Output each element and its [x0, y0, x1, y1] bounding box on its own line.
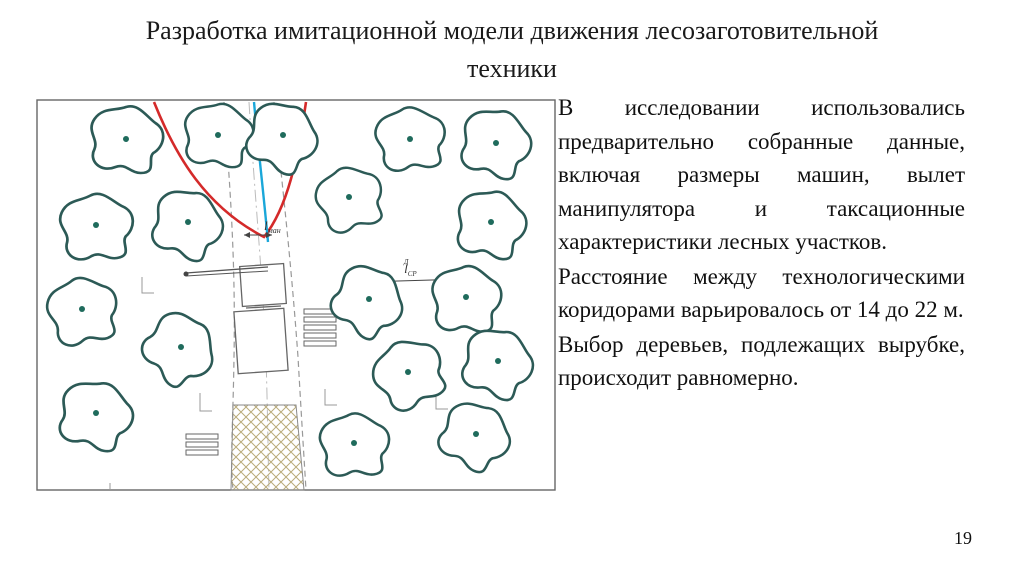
tree	[455, 321, 542, 407]
title-line-1: Разработка имитационной модели движения …	[145, 16, 879, 45]
tree	[39, 266, 129, 356]
forest-diagram: lман lСРД	[36, 97, 556, 492]
tree	[369, 98, 455, 180]
title-line-2: техники	[467, 54, 557, 83]
harvester-machine	[233, 262, 289, 375]
tree	[55, 187, 141, 268]
corridor-centerline	[248, 101, 270, 491]
tree	[131, 301, 230, 399]
body-text: В исследовании использовались предварите…	[558, 91, 965, 396]
hatched-strip	[230, 404, 305, 491]
log-pile-right	[303, 308, 337, 347]
slide-title: Разработка имитационной модели движения …	[40, 12, 984, 88]
tree	[145, 182, 232, 268]
paragraph-data-sources: В исследовании использовались предварите…	[558, 95, 965, 254]
boom-tip	[183, 271, 189, 277]
tree	[429, 262, 506, 338]
log-pile-left	[185, 433, 219, 456]
tree	[307, 155, 396, 243]
tree	[321, 254, 417, 350]
paragraph-corridor-distance: Расстояние между технологическими коридо…	[558, 263, 965, 323]
tree	[429, 393, 523, 481]
tree	[315, 407, 397, 484]
trees	[39, 97, 542, 484]
tree	[90, 104, 165, 175]
paragraph-tree-selection: Выбор деревьев, подлежащих вырубке, прои…	[558, 331, 965, 391]
tree	[456, 103, 538, 184]
page-number: 19	[954, 528, 972, 548]
tree	[453, 187, 531, 263]
tree	[183, 102, 255, 169]
label-lcp: lСРД	[403, 258, 417, 278]
tree	[238, 97, 329, 183]
manipulator-boom	[185, 266, 269, 274]
tree	[54, 375, 140, 456]
tree	[362, 325, 459, 422]
label-lman: lман	[264, 218, 281, 235]
forest-diagram-svg: lман lСРД	[36, 97, 556, 491]
